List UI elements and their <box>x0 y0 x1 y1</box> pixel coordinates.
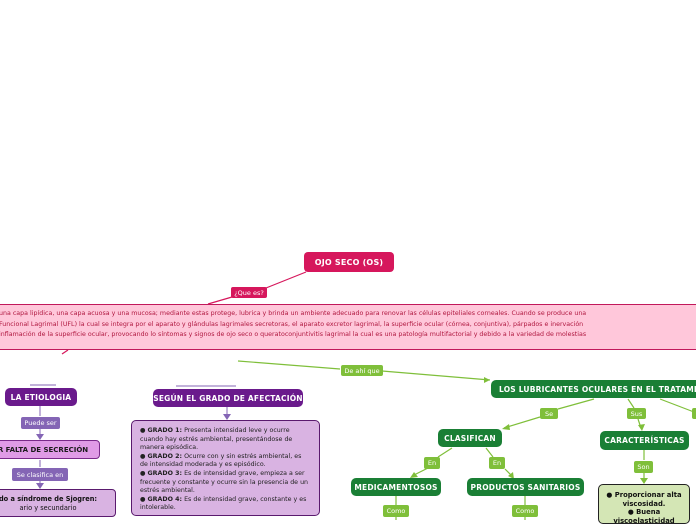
arrow-falta <box>36 434 44 440</box>
central-node[interactable]: OJO SECO (OS) <box>304 252 394 272</box>
lubricantes-node[interactable]: LOS LUBRICANTES OCULARES EN EL TRATAMIEN… <box>491 380 696 398</box>
line-se-clasifican <box>503 416 541 429</box>
characteristic-1: ● Proporcionar alta viscosidad. <box>606 491 682 508</box>
productos-sanitarios-node[interactable]: PRODUCTOS SANITARIOS <box>467 478 584 496</box>
arrow-productos <box>508 472 514 479</box>
connector-right-partial[interactable] <box>692 408 696 419</box>
characteristic-2: ● Buena <box>627 508 661 517</box>
etiologia-node[interactable]: LA ETIOLOGIA <box>5 388 77 406</box>
definition-box[interactable]: una capa lipídica, una capa acuosa y una… <box>0 304 696 350</box>
line-definition-deahique <box>237 360 341 370</box>
arrow-grado-box <box>223 414 231 420</box>
grade-4: ● GRADO 4: Es de intensidad grave, const… <box>140 495 307 512</box>
line-lub-sus <box>627 398 635 409</box>
definition-line-2: Funcional Lagrimal (UFL) la cual se inte… <box>0 320 584 328</box>
line-lub-se <box>557 398 595 410</box>
connector-en-2[interactable]: En <box>489 457 505 469</box>
grade-2: ● GRADO 2: Ocurre con y sin estrés ambie… <box>140 452 302 469</box>
connector-se-clasifica-en[interactable]: Se clasifica en <box>12 468 68 481</box>
grades-box[interactable]: ● GRADO 1: Presenta intensidad leve y oc… <box>131 420 320 516</box>
sjogren-node[interactable]: do a síndrome de Sjogren: ario y secunda… <box>0 489 116 517</box>
grado-afectacion-node[interactable]: SEGÚN EL GRADO DE AFECTACIÓN <box>153 389 303 407</box>
arrow-medicamentosos <box>410 472 418 478</box>
sjogren-subtitle: ario y secundario <box>19 503 77 512</box>
connector-puede-ser[interactable]: Puede ser <box>21 417 60 429</box>
arrow-clasifican <box>502 424 510 430</box>
line-definition-left <box>61 349 69 355</box>
connector-se[interactable]: Se <box>540 408 558 419</box>
grade-1: ● GRADO 1: Presenta intensidad leve y oc… <box>140 427 293 452</box>
clasifican-node[interactable]: CLASIFICAN <box>438 429 502 447</box>
connector-como-1[interactable]: Como <box>383 505 409 517</box>
line-deahique-lubricantes <box>381 370 491 381</box>
connector-como-2[interactable]: Como <box>512 505 538 517</box>
grade-3: ● GRADO 3: Es de intensidad grave, empie… <box>140 469 309 495</box>
arrow-sjogren <box>36 483 44 489</box>
characteristics-box[interactable]: ● Proporcionar alta viscosidad. ● Buena … <box>598 484 690 525</box>
connector-en-1[interactable]: En <box>424 457 440 469</box>
connector-son[interactable]: Son <box>634 461 653 473</box>
medicamentosos-node[interactable]: MEDICAMENTOSOS <box>351 478 441 496</box>
arrow-lubricantes <box>484 377 490 383</box>
line-queses-definition <box>207 296 233 305</box>
caracteristicas-node[interactable]: CARACTERÍSTICAS <box>600 431 689 450</box>
arrow-charbox <box>640 478 648 484</box>
connector-de-ahi-que[interactable]: De ahí que <box>341 365 383 376</box>
line-clasifican-en1 <box>437 447 453 458</box>
connector-sus[interactable]: Sus <box>627 408 646 419</box>
definition-line-3: inflamación de la superficie ocular, pro… <box>0 331 587 338</box>
falta-secrecion-node[interactable]: R FALTA DE SECRECIÓN <box>0 440 100 459</box>
definition-line-1: una capa lipídica, una capa acuosa y una… <box>0 310 587 317</box>
sjogren-title: do a síndrome de Sjogren: <box>0 495 98 503</box>
characteristic-3: viscoelasticidad <box>613 516 675 525</box>
connector-que-es[interactable]: ¿Que es? <box>231 287 267 298</box>
line-lub-right <box>659 398 695 413</box>
line-central-queses <box>265 271 307 289</box>
arrow-caracteristicas <box>638 424 645 431</box>
line-clasifican-en2 <box>485 447 494 458</box>
